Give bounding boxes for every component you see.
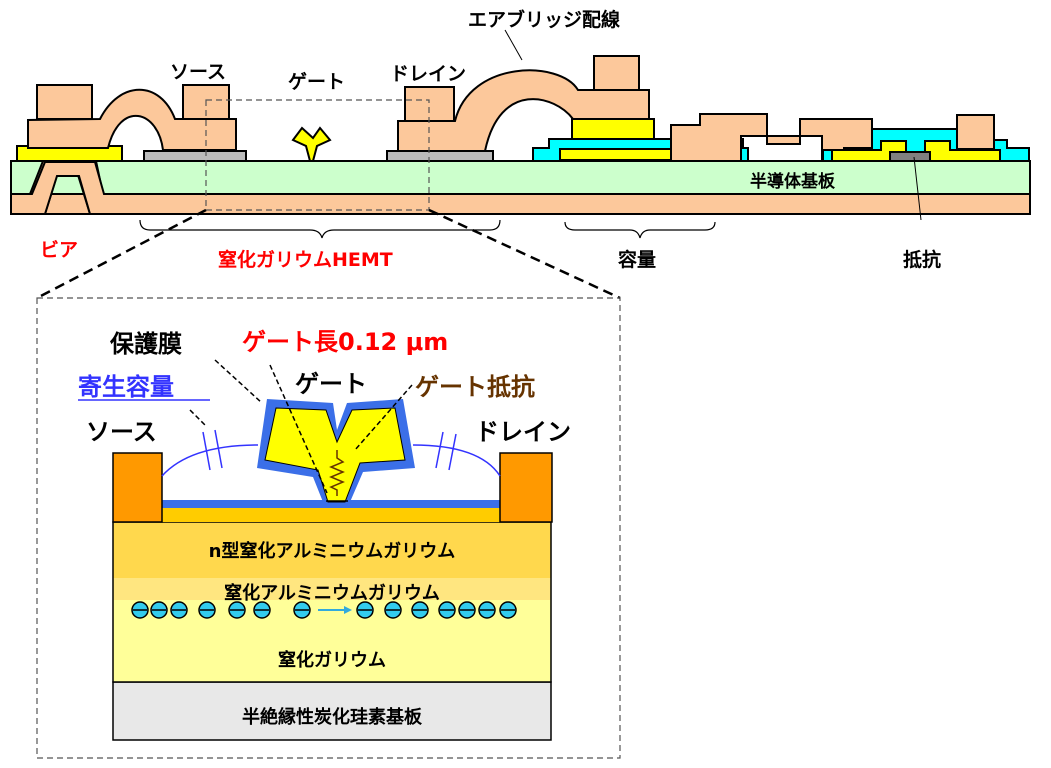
capacitor-top-plate: [571, 118, 655, 140]
drain-fringe-arc: [412, 444, 501, 477]
drain-ohmic: [386, 150, 494, 162]
source-label-top: ソース: [170, 61, 226, 83]
capacitor-label: 容量: [618, 248, 656, 271]
layer-n-algan: [113, 522, 551, 578]
drain-cap-plate2: [448, 433, 457, 471]
drain-pad-top: [404, 86, 455, 122]
gate-mushroom: [291, 126, 332, 162]
passivation-label: 保護膜: [109, 330, 182, 358]
gate-length-label: ゲート長0.12 μm: [242, 328, 448, 356]
gan-label: 窒化ガリウム: [278, 649, 386, 671]
zoom-line-right: [428, 208, 621, 300]
gate-resistance-arrow: [354, 384, 413, 451]
drain-label-detail: ドレイン: [475, 418, 571, 446]
drain-electrode: [499, 452, 553, 523]
drain-label-top: ドレイン: [390, 63, 466, 85]
air-bridge-leader: [504, 29, 523, 61]
layer-algan: [113, 578, 551, 600]
resistor-leader: [913, 156, 922, 221]
resistor-pad-top: [956, 114, 995, 150]
parasitic-cap-label: 寄生容量: [78, 373, 174, 401]
source-fringe-arc: [161, 444, 259, 477]
algan-label: 窒化アルミニウムガリウム: [224, 582, 440, 604]
drain-cap-plate1: [435, 431, 444, 469]
capacitor-wiring: [670, 113, 873, 162]
gate-label-top: ゲート: [288, 71, 345, 93]
source-label-detail: ソース: [86, 418, 157, 446]
source-cap-plate1: [202, 431, 211, 471]
substrate-layer: [10, 160, 1031, 195]
cap-layer: [162, 508, 500, 522]
via-label: ビア: [40, 239, 78, 261]
air-bridge-label: エアブリッジ配線: [468, 8, 620, 31]
passivation-arrow: [214, 359, 263, 404]
source-electrode: [112, 452, 163, 523]
source-air-bridge: [27, 88, 237, 151]
mmic-cross-section: [10, 55, 1031, 215]
gate-label-detail: ゲート: [295, 370, 367, 398]
hemt-layers: [112, 452, 553, 741]
n-algan-label: n型窒化アルミニウムガリウム: [209, 540, 456, 562]
hemt-brace: [139, 219, 501, 239]
resistor-label: 抵抗: [903, 248, 941, 271]
electron-flow-arrowhead: [344, 606, 352, 614]
gate-length-arrow: [269, 364, 328, 494]
leader-arrows: [189, 359, 413, 494]
via-pad-top: [36, 84, 93, 120]
source-ohmic: [143, 150, 247, 162]
source-cap-plate2: [214, 429, 223, 469]
layer-sic: [112, 681, 552, 741]
capacitor-brace: [564, 221, 716, 239]
hemt-label: 窒化ガリウムHEMT: [218, 248, 393, 271]
region-braces: [139, 219, 716, 239]
gate-resistance-label: ゲート抵抗: [415, 373, 535, 401]
zoom-region-box: [205, 99, 430, 211]
resistor-film: [889, 151, 931, 162]
gate-resistor-symbol: [329, 450, 345, 496]
sic-label: 半絶縁性炭化珪素基板: [242, 706, 423, 728]
passivation-bottom: [162, 500, 500, 508]
substrate-label: 半導体基板: [750, 171, 836, 192]
detail-frame: [36, 297, 621, 759]
parasitic-capacitance: [161, 429, 501, 477]
bridge-pad-top: [593, 55, 640, 91]
parasitic-cap-arrow: [189, 409, 206, 426]
2deg-electrons: [131, 601, 517, 619]
